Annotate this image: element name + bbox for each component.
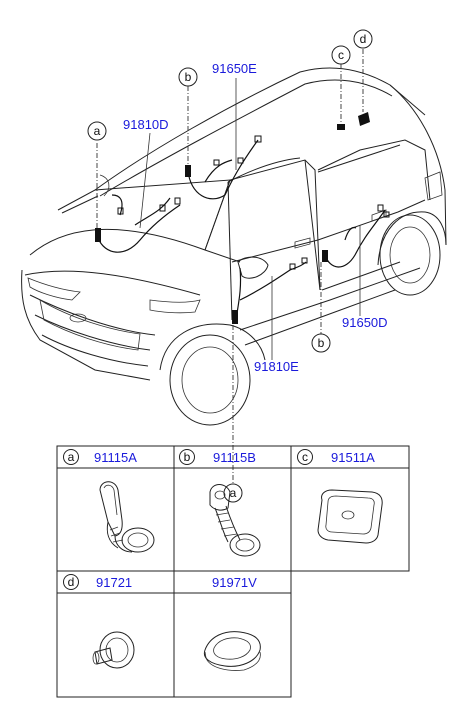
table-part-91511A: 91511A <box>331 450 375 465</box>
parts-table <box>56 445 410 698</box>
wiring-harness-rear-door <box>322 204 390 268</box>
table-part-91115B: 91115B <box>213 450 256 465</box>
grommet-c <box>337 124 345 130</box>
table-letter-c: c <box>302 450 308 464</box>
grommet-91115B-drawing <box>209 484 261 557</box>
table-header-b: b 91115B <box>179 449 256 465</box>
callout-b-bottom-letter: b <box>318 336 325 350</box>
callout-b-top: b <box>178 67 198 87</box>
callout-d: d <box>353 29 373 49</box>
callout-b-bottom: b <box>311 333 331 353</box>
callout-a-top: a <box>87 121 107 141</box>
table-letter-d: d <box>68 575 75 589</box>
label-91810D: 91810D <box>123 117 169 132</box>
wiring-harness-front-door <box>232 257 308 324</box>
callout-c: c <box>331 45 351 65</box>
car-outline <box>21 67 447 426</box>
label-91650D: 91650D <box>342 315 388 330</box>
callout-d-letter: d <box>360 32 367 46</box>
grommet-91721-drawing <box>92 631 135 669</box>
plug-91511A-drawing <box>317 489 383 544</box>
callout-c-letter: c <box>338 48 344 62</box>
callout-b-top-letter: b <box>185 70 192 84</box>
table-part-91971V: 91971V <box>212 575 257 590</box>
wiring-harness-front <box>95 194 181 253</box>
callout-a-bottom-letter: a <box>230 486 237 500</box>
table-part-91721: 91721 <box>96 575 132 590</box>
label-91810E: 91810E <box>254 359 299 374</box>
table-letter-b: b <box>184 450 191 464</box>
plug-91971V-drawing <box>203 631 261 671</box>
callout-a-bottom: a <box>223 483 243 503</box>
table-header-91971V: 91971V <box>212 575 257 590</box>
grommet-d <box>358 112 370 126</box>
wiring-harness-roof <box>185 135 262 200</box>
table-part-91115A: 91115A <box>94 450 137 465</box>
table-header-d: d 91721 <box>63 574 132 590</box>
label-91650E: 91650E <box>212 61 257 76</box>
table-letter-a: a <box>68 450 75 464</box>
table-header-a: a 91115A <box>63 449 137 465</box>
callout-lines <box>96 49 364 484</box>
table-header-c: c 91511A <box>297 449 375 465</box>
callout-a-top-letter: a <box>94 124 101 138</box>
grommet-91115A-drawing <box>99 481 155 553</box>
